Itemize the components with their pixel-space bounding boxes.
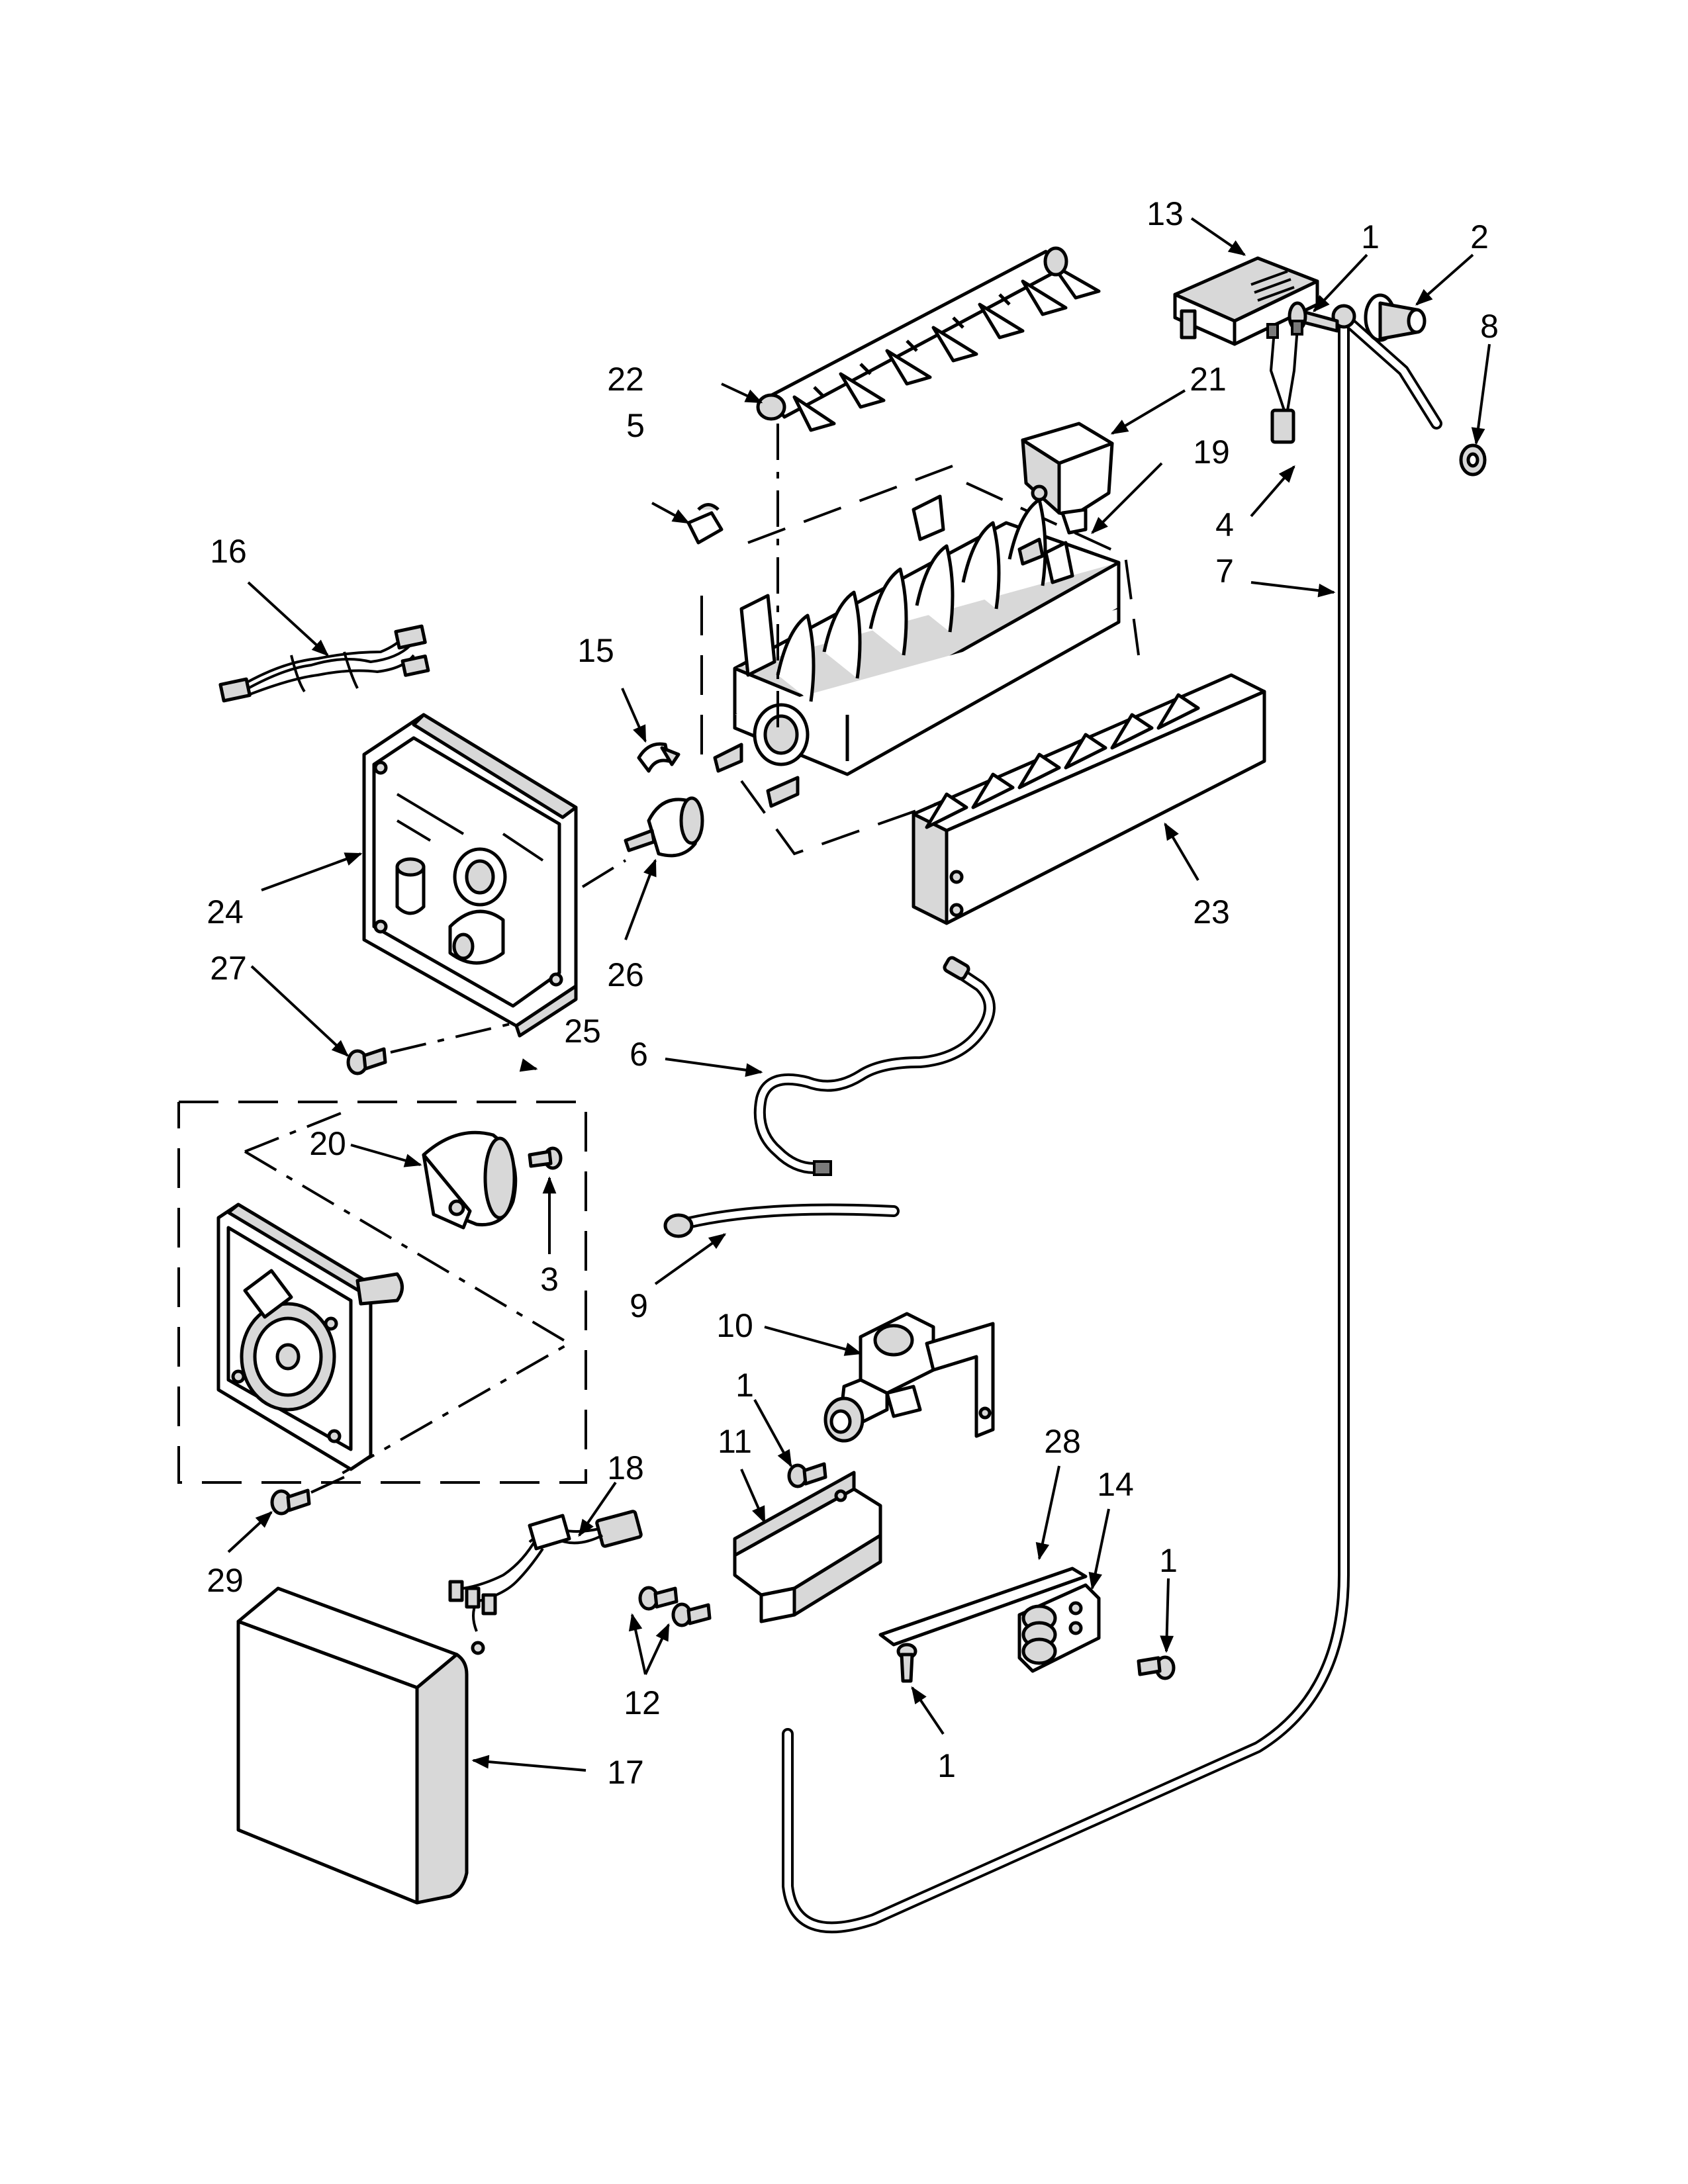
thermistor-part-6 xyxy=(753,956,996,1176)
callout-11: 11 xyxy=(718,1423,752,1460)
callout-9: 9 xyxy=(630,1287,648,1324)
mold-part-19 xyxy=(700,462,1140,856)
callout-6: 6 xyxy=(630,1036,648,1073)
thermal-fuse-part-4 xyxy=(1266,320,1303,444)
callout-20: 20 xyxy=(309,1125,346,1162)
valve-bracket-part-11 xyxy=(733,1471,882,1623)
control-housing-part-24 xyxy=(362,713,578,1038)
washer-part-8 xyxy=(1459,443,1487,477)
alignment-line xyxy=(581,859,627,888)
wire-harness-part-18 xyxy=(448,1510,643,1655)
callout-19: 19 xyxy=(1193,433,1230,471)
ejector-part-22 xyxy=(756,246,1101,432)
callout-12: 12 xyxy=(624,1684,661,1721)
alignment-line xyxy=(390,1021,517,1054)
callout-24: 24 xyxy=(207,893,244,931)
thermostat-part-26 xyxy=(624,796,704,858)
fill-cup-part-21 xyxy=(1021,422,1114,535)
screw-part-1-right xyxy=(1137,1655,1176,1680)
callout-15: 15 xyxy=(577,632,614,669)
screw-part-3 xyxy=(528,1146,563,1170)
callout-28: 28 xyxy=(1044,1423,1081,1460)
callout-1-right: 1 xyxy=(1159,1542,1178,1579)
callout-10: 10 xyxy=(716,1307,753,1344)
callout-23: 23 xyxy=(1193,893,1230,931)
callout-4: 4 xyxy=(1215,506,1234,543)
clip-part-5 xyxy=(686,503,724,545)
inlet-tube-part-9 xyxy=(663,1203,900,1238)
callout-14: 14 xyxy=(1097,1466,1134,1503)
callout-27: 27 xyxy=(210,950,247,987)
leader-lines xyxy=(227,217,1491,1772)
fitting-part-2 xyxy=(1364,293,1427,342)
callout-7: 7 xyxy=(1215,553,1234,590)
screws-part-12 xyxy=(638,1586,712,1627)
callout-2: 2 xyxy=(1470,218,1489,255)
motor-part-20 xyxy=(422,1130,518,1230)
screw-part-1-bracket xyxy=(787,1462,827,1488)
screw-part-27 xyxy=(346,1047,387,1075)
stripper-part-23 xyxy=(912,673,1266,925)
module-plate xyxy=(216,1203,404,1471)
callout-29: 29 xyxy=(207,1562,244,1599)
cover-part-17 xyxy=(236,1586,469,1905)
callout-8: 8 xyxy=(1480,308,1499,345)
callout-21: 21 xyxy=(1190,361,1227,398)
callout-5: 5 xyxy=(626,407,645,444)
callout-25: 25 xyxy=(564,1013,601,1050)
bracket-part-13 xyxy=(1173,256,1319,346)
water-valve-part-10 xyxy=(823,1312,995,1443)
callout-labels: 13 1 2 8 22 21 5 19 4 7 16 15 23 24 27 2… xyxy=(207,195,1499,1791)
callout-18: 18 xyxy=(607,1449,644,1486)
callout-17: 17 xyxy=(607,1754,644,1791)
insulation-part-28 xyxy=(878,1567,1088,1647)
heater-clip-part-14 xyxy=(1017,1583,1101,1673)
alignment-line xyxy=(310,1471,355,1494)
callout-22: 22 xyxy=(607,361,644,398)
fill-tube-part-7 xyxy=(782,304,1442,1934)
screw-part-29 xyxy=(270,1488,311,1516)
bracket-tab-icon xyxy=(1180,309,1197,340)
callout-1-bracket: 1 xyxy=(735,1367,754,1404)
callout-1-lower: 1 xyxy=(937,1747,956,1784)
motor-module-assembly-part-25 xyxy=(177,1101,587,1484)
callout-26: 26 xyxy=(607,956,644,993)
callout-1: 1 xyxy=(1361,218,1380,255)
callout-3: 3 xyxy=(540,1261,559,1298)
screw-part-1-lower xyxy=(896,1643,917,1683)
wire-harness-part-16 xyxy=(218,624,430,703)
clip-part-15 xyxy=(637,742,680,773)
callout-16: 16 xyxy=(210,533,247,570)
callout-13: 13 xyxy=(1147,195,1184,232)
